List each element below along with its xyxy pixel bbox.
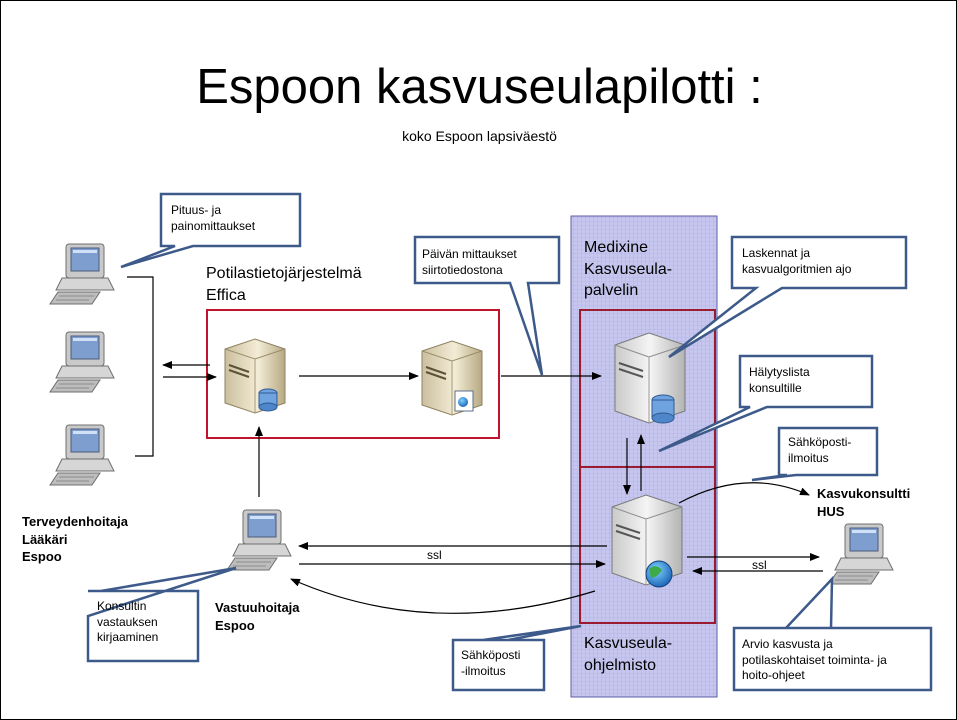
page-subtitle: koko Espoon lapsiväestö [402,128,557,144]
callout-alert-list: Hälytyslista konsultille [749,365,810,395]
ssl-label-right: ssl [752,558,767,572]
workstation-icon [828,523,894,585]
consultant-label: Kasvukonsultti HUS [817,486,911,519]
callout-email-top: Sähköposti- ilmoitus [788,435,852,465]
arrow-line [678,482,810,504]
kasvuseula-software-label: Kasvuseula- ohjelmisto [584,635,673,674]
callout-measurements: Pituus- ja painomittaukset [171,203,256,233]
callout-shapes [86,192,933,692]
arrow-line [290,578,596,614]
callout-calculations: Laskennat ja kasvualgoritmien ajo [742,246,852,276]
kasvuseula-server-icon [611,494,683,588]
medixine-label: Medixine Kasvuseula- palvelin [584,239,673,300]
database-server-icon [224,338,286,414]
medixine-server-icon [614,332,686,424]
nurses-label: Terveydenhoitaja Lääkäri Espoo [22,514,128,565]
patient-system-label: Potilastietojärjestelmä Effica [206,265,362,304]
kasvuseula-software-frame [579,466,716,624]
callout-assessment: Arvio kasvusta ja potilaskohtaiset toimi… [742,637,887,683]
callout-email-bottom: Sähköposti -ilmoitus [461,648,521,678]
page-title: Espoon kasvuseulapilotti : [196,60,763,114]
ssl-label-left: ssl [427,548,442,562]
responsible-nurse-label: Vastuuhoitaja Espoo [215,600,300,633]
server-zone [570,215,718,698]
connector-line [127,276,154,457]
transfer-server-icon [421,340,483,416]
callout-daily-transfer: Päivän mittaukset siirtotiedostona [422,247,517,277]
workstation-icon [49,243,115,305]
callout-record-answer: Konsultin vastauksen kirjaaminen [97,599,159,645]
workstation-icon [49,424,115,486]
workstation-icon [49,331,115,393]
workstation-icon [226,509,292,571]
